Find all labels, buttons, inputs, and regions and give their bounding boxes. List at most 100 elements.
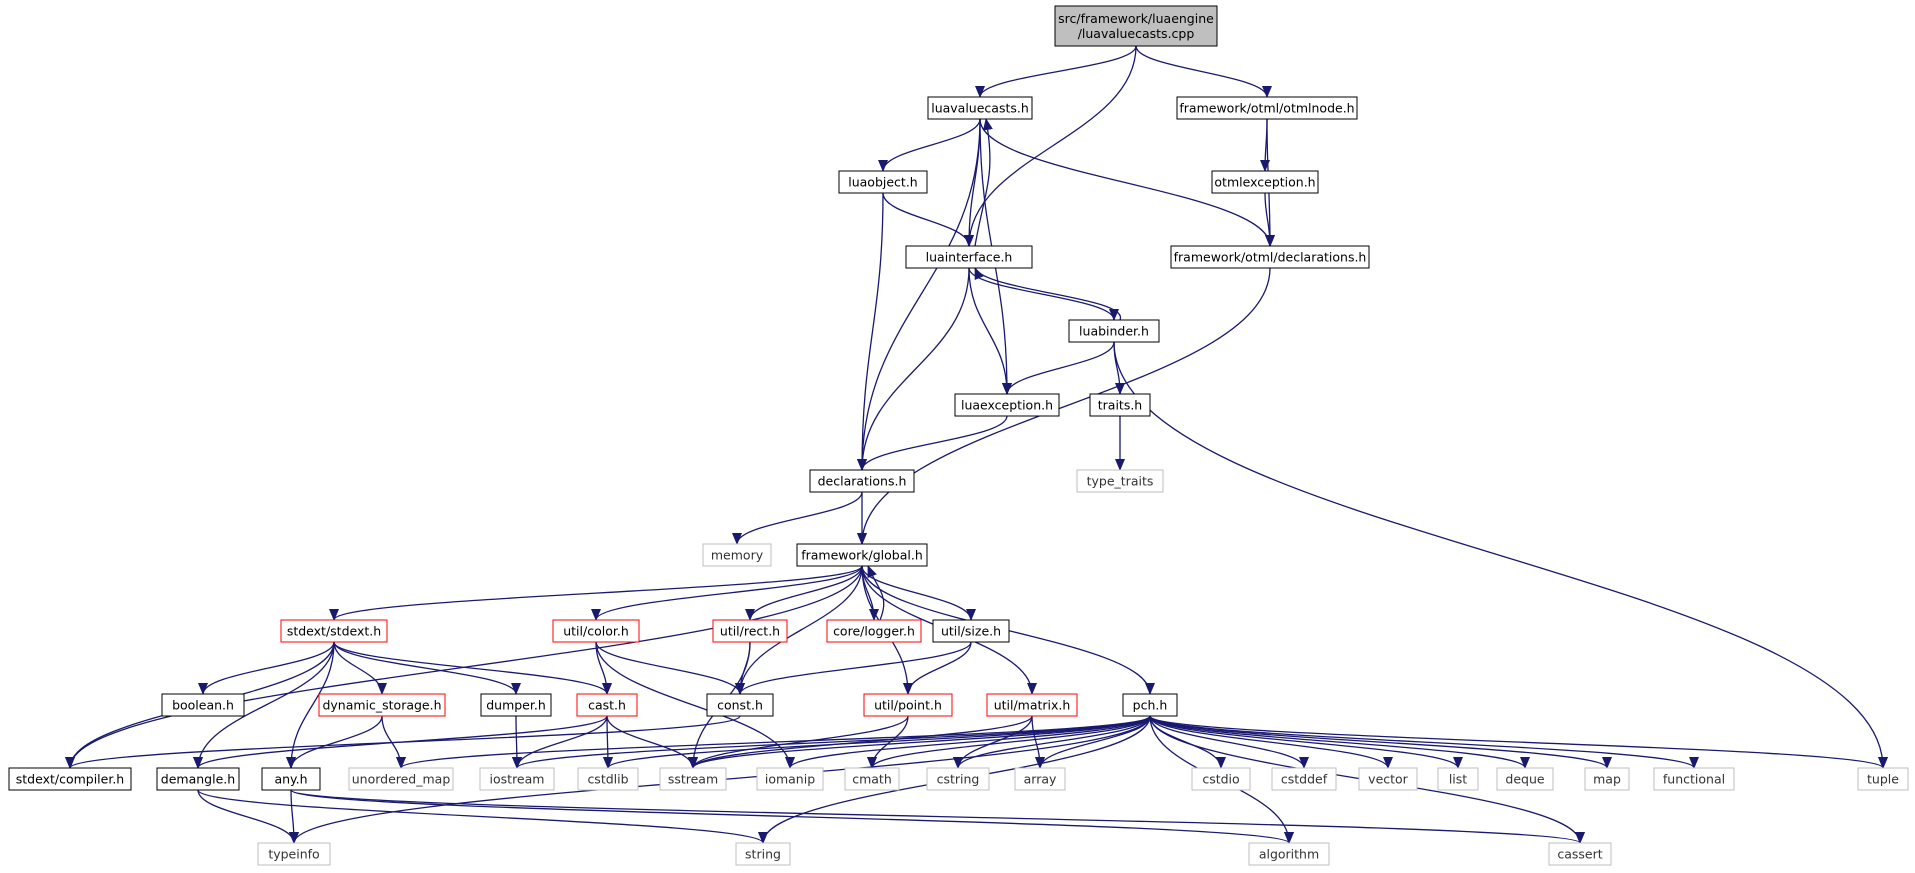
edge-root-to-luavaluecasts_h [975,45,1137,98]
node-const-h[interactable]: const.h [706,693,774,717]
node-cstddef[interactable]: cstddef [1271,767,1337,791]
node-label: memory [711,548,764,563]
node-label: cstdlib [587,772,628,787]
node-list[interactable]: list [1437,767,1479,791]
node-label: util/rect.h [720,624,780,639]
node-otml-declarations-h[interactable]: framework/otml/declarations.h [1170,245,1370,269]
node-label: dumper.h [486,698,546,713]
edge-demangle_h-to-string [197,789,768,844]
node-box [712,619,788,643]
node-algorithm[interactable]: algorithm [1248,842,1330,866]
edge-pch_h-to-list [1149,715,1463,769]
node-label: algorithm [1259,847,1319,862]
node-cmath[interactable]: cmath [844,767,900,791]
node-vector[interactable]: vector [1358,767,1418,791]
node-label: cstddef [1281,772,1328,787]
node-box [702,543,772,567]
edge-matrix_h-to-array [1031,715,1045,769]
node-luaexception-h[interactable]: luaexception.h [954,393,1060,417]
node-box [1191,767,1251,791]
node-cast-h[interactable]: cast.h [576,693,638,717]
edge-stdext_h-to-cast_h [333,641,612,695]
edge-luavaluecasts_h-to-luaobject_h [878,118,981,172]
node-map[interactable]: map [1584,767,1630,791]
node-root[interactable]: src/framework/luaengine/luavaluecasts.cp… [1054,5,1218,47]
node-cstring[interactable]: cstring [926,767,990,791]
node-luaobject-h[interactable]: luaobject.h [838,170,928,194]
node-unordered-map[interactable]: unordered_map [348,767,454,791]
node-box [954,393,1060,417]
node-box [756,767,824,791]
node-box [927,96,1033,120]
node-declarations-h[interactable]: declarations.h [809,469,915,493]
node-box [844,767,900,791]
node-deque[interactable]: deque [1496,767,1554,791]
node-label: framework/otml/otmlnode.h [1179,101,1354,116]
node-cstdlib[interactable]: cstdlib [577,767,639,791]
edge-luainterface_h-to-luavaluecasts_h [974,118,993,247]
edge-cast_h-to-cstdlib [602,715,613,769]
node-rect-h[interactable]: util/rect.h [712,619,788,643]
node-box [161,693,245,717]
node-label: type_traits [1087,474,1154,489]
edge-pch_h-to-vector [1149,715,1393,769]
node-cstdio[interactable]: cstdio [1191,767,1251,791]
node-label: any.h [274,772,307,787]
node-any-h[interactable]: any.h [261,767,321,791]
node-luainterface-h[interactable]: luainterface.h [905,245,1033,269]
node-compiler-h[interactable]: stdext/compiler.h [8,767,132,791]
node-global-h[interactable]: framework/global.h [796,543,928,567]
edge-demangle_h-to-typeinfo [197,789,299,844]
node-box [1076,469,1164,493]
node-type-traits[interactable]: type_traits [1076,469,1164,493]
node-logger-h[interactable]: core/logger.h [826,619,922,643]
node-demangle-h[interactable]: demangle.h [156,767,240,791]
node-luavaluecasts-h[interactable]: luavaluecasts.h [927,96,1033,120]
node-matrix-h[interactable]: util/matrix.h [986,693,1078,717]
node-functional[interactable]: functional [1653,767,1735,791]
node-label: iostream [490,772,545,787]
node-point-h[interactable]: util/point.h [863,693,953,717]
node-box [838,170,928,194]
node-tuple[interactable]: tuple [1857,767,1909,791]
node-otmlexception-h[interactable]: otmlexception.h [1211,170,1319,194]
node-memory[interactable]: memory [702,543,772,567]
node-array[interactable]: array [1014,767,1066,791]
edge-otmlexception_h-to-otml_declarations_h [1264,192,1275,247]
node-box [1653,767,1735,791]
node-size-h[interactable]: util/size.h [932,619,1010,643]
node-dumper-h[interactable]: dumper.h [480,693,552,717]
node-color-h[interactable]: util/color.h [552,619,640,643]
edge-logger_h-to-global_h [867,565,885,621]
node-label: luaobject.h [848,175,917,190]
node-boolean-h[interactable]: boolean.h [161,693,245,717]
node-label: util/matrix.h [994,698,1071,713]
node-box [1271,767,1337,791]
edge-layer [65,45,1888,844]
edge-point_h-to-sstream [688,715,909,769]
node-dynamic-storage-h[interactable]: dynamic_storage.h [318,693,446,717]
node-string[interactable]: string [735,842,791,866]
edge-global_h-to-const_h [735,565,863,695]
node-cassert[interactable]: cassert [1548,842,1612,866]
node-iostream[interactable]: iostream [479,767,555,791]
node-iomanip[interactable]: iomanip [756,767,824,791]
node-label: cmath [852,772,892,787]
node-traits-h[interactable]: traits.h [1089,393,1151,417]
edge-pch_h-to-cstdlib [603,715,1151,769]
edge-cast_h-to-iostream [512,715,608,769]
node-typeinfo[interactable]: typeinfo [257,842,331,866]
node-luabinder-h[interactable]: luabinder.h [1068,319,1160,343]
node-label: dynamic_storage.h [322,698,441,713]
node-label: util/size.h [941,624,1001,639]
node-label: core/logger.h [833,624,915,639]
node-stdext-h[interactable]: stdext/stdext.h [280,619,388,643]
node-box [577,767,639,791]
node-label: deque [1505,772,1544,787]
node-sstream[interactable]: sstream [659,767,727,791]
node-otmlnode-h[interactable]: framework/otml/otmlnode.h [1176,96,1358,120]
edge-any_h-to-algorithm [290,789,1294,844]
node-pch-h[interactable]: pch.h [1122,693,1178,717]
edge-global_h-to-stdext_h [329,565,863,621]
node-label: array [1024,772,1057,787]
